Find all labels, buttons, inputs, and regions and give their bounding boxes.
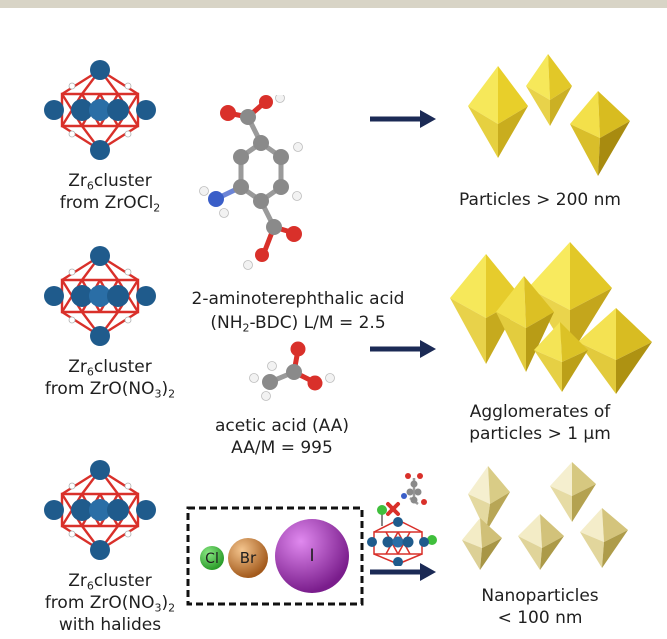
result-label-2-line2: particles > 1 μm [469, 424, 611, 444]
linker-ratio: (NH2-BDC) L/M = 2.5 [210, 313, 386, 335]
halide-box [186, 506, 364, 606]
arrow-row-2 [370, 340, 436, 358]
crystals-nanoparticles [462, 462, 628, 570]
zr6-cluster-icon [44, 60, 156, 160]
crystals-agglomerates [450, 242, 652, 394]
result-label-1: Particles > 200 nm [459, 190, 621, 210]
chloride-ion [200, 546, 224, 570]
source-label-1: from ZrOCl2 [59, 193, 161, 215]
top-border [0, 0, 667, 8]
cluster-label-3: Zr6cluster [68, 571, 152, 593]
arrow-row-1 [370, 110, 436, 128]
bromide-ion [228, 538, 268, 578]
result-label-3-line1: Nanoparticles [481, 586, 599, 606]
halide-i: I [309, 546, 315, 566]
halide-cl: Cl [205, 551, 219, 567]
result-label-2-line1: Agglomerates of [469, 402, 611, 422]
result-label-3-line2: < 100 nm [497, 608, 583, 628]
halide-br: Br [239, 549, 257, 567]
cluster-label-1: Zr6cluster [68, 171, 152, 193]
aminoterephthalic-acid-molecule [199, 95, 303, 270]
arrow-row-3 [370, 563, 436, 581]
modulator-name: acetic acid (AA) [214, 416, 350, 436]
halide-note: with halides [58, 615, 162, 635]
linker-name: 2-aminoterephthalic acid [191, 289, 405, 309]
source-label-2: from ZrO(NO3)2 [44, 379, 176, 401]
modulator-ratio: AA/M = 995 [231, 438, 333, 458]
crystals-large-particles [468, 54, 630, 176]
halide-capped-cluster-icon [367, 473, 437, 566]
cluster-label-2: Zr6cluster [68, 357, 152, 379]
iodide-ion [275, 519, 349, 593]
source-label-3: from ZrO(NO3)2 [44, 593, 176, 615]
zr6-cluster-icon [44, 460, 156, 560]
acetic-acid-molecule [249, 341, 335, 401]
zr6-cluster-icon [44, 246, 156, 346]
